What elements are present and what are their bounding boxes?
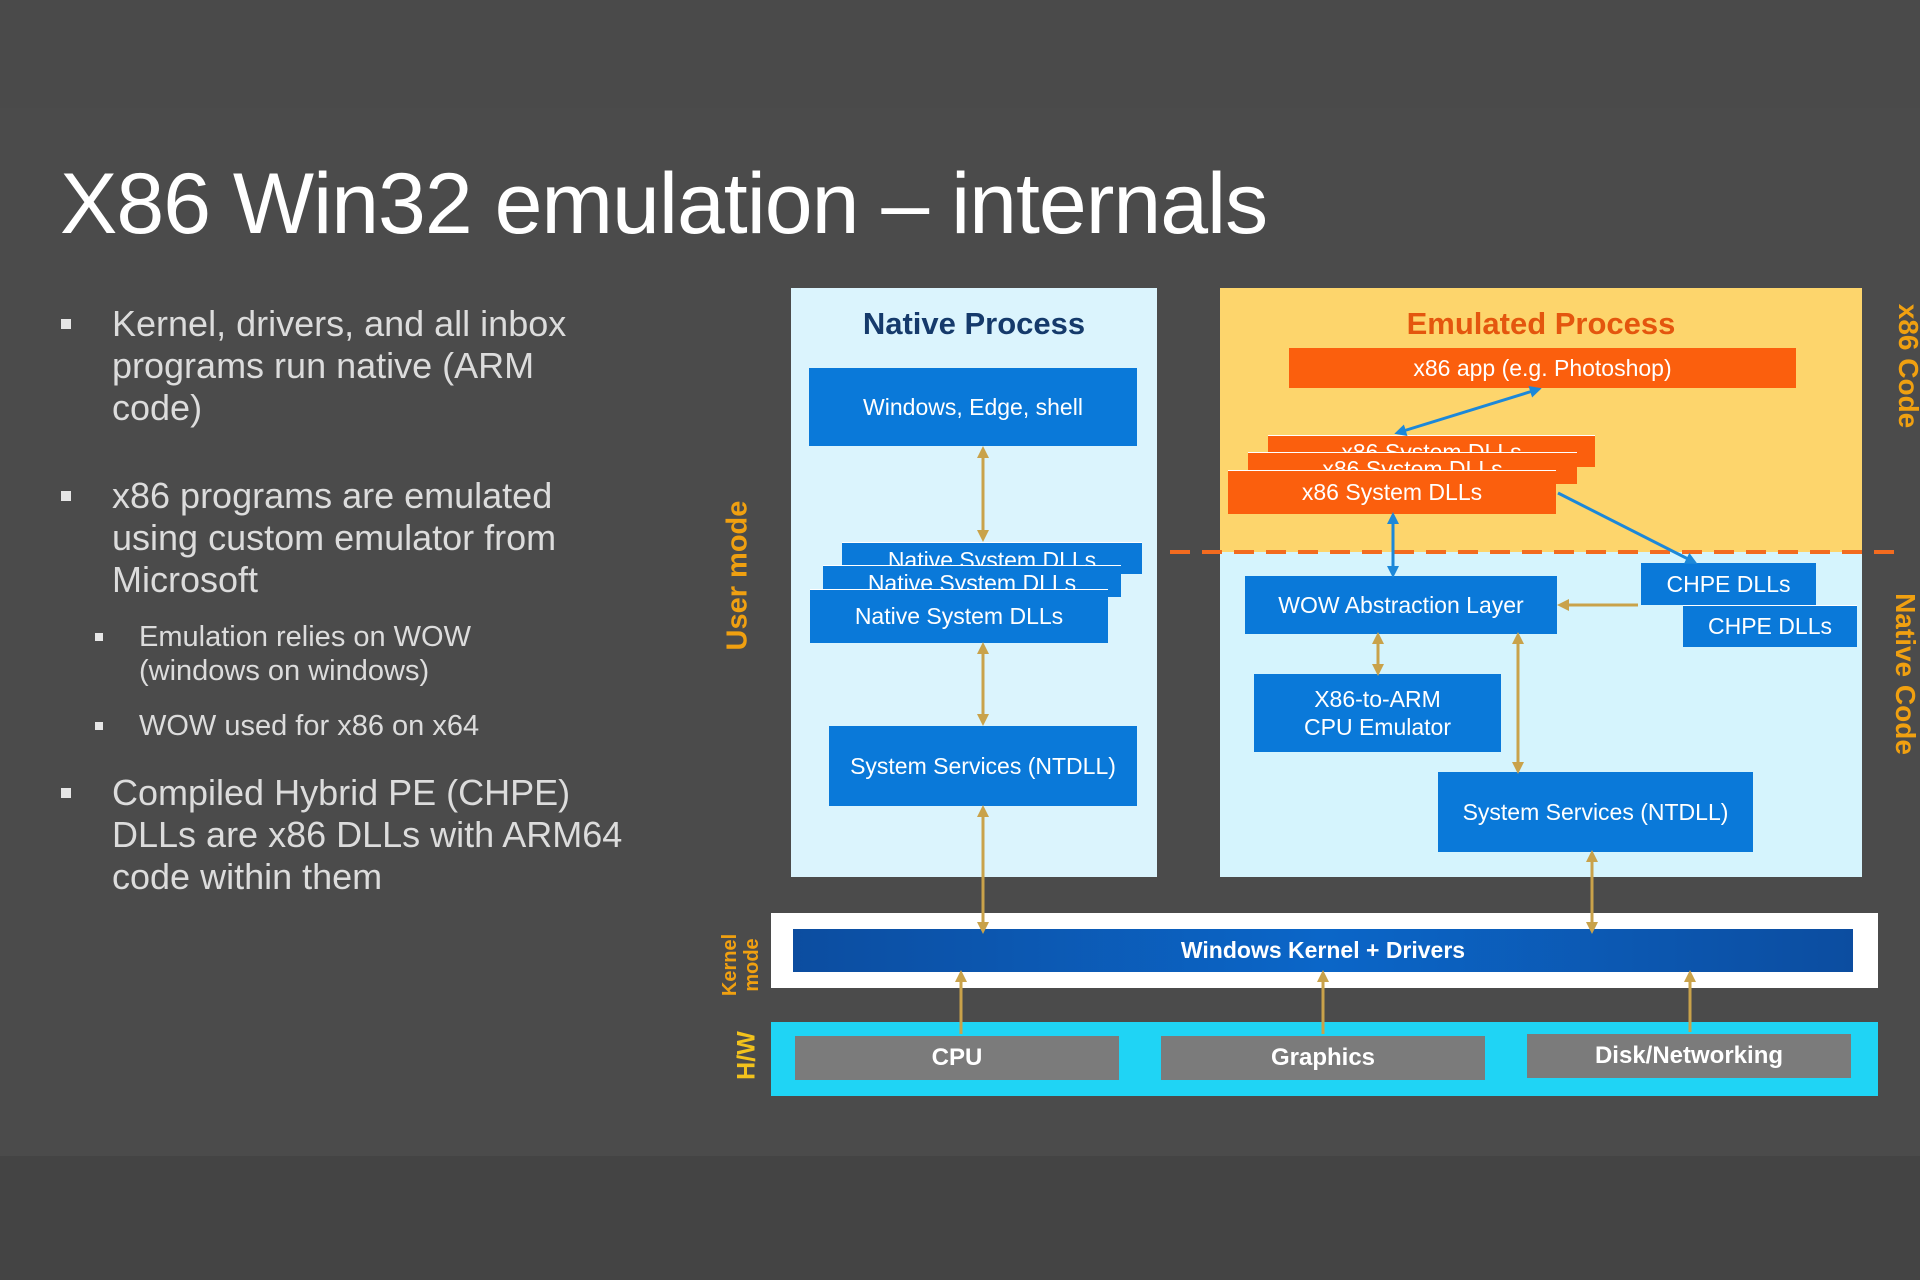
cpu-emulator-label: CPU Emulator xyxy=(1304,714,1451,740)
x86-system-dlls-box: x86 System DLLs xyxy=(1228,470,1556,514)
bullet-text: Compiled Hybrid PE (CHPE) DLLs are x86 D… xyxy=(112,772,623,897)
graphics-box: Graphics xyxy=(1161,1036,1485,1080)
kernel-mode-label: Kernel mode xyxy=(719,933,763,997)
connector-arrow xyxy=(1394,386,1542,436)
bullet-text: Emulation relies on WOW (windows on wind… xyxy=(139,621,471,687)
windows-edge-shell-box: Windows, Edge, shell xyxy=(809,368,1137,446)
bullet-marker xyxy=(95,633,103,641)
bullet-text: x86 programs are emulated using custom e… xyxy=(112,475,557,600)
x86-app-box: x86 app (e.g. Photoshop) xyxy=(1289,348,1796,388)
user-mode-label: User mode xyxy=(721,500,754,651)
bullet-marker xyxy=(95,722,103,730)
sub-bullet-item: WOW used for x86 on x64 xyxy=(95,709,545,743)
bullet-marker xyxy=(61,788,71,798)
slide-top-band xyxy=(0,0,1920,108)
chpe-dlls-box-secondary: CHPE DLLs xyxy=(1683,605,1857,647)
bullet-marker xyxy=(61,491,71,501)
slide-title: X86 Win32 emulation – internals xyxy=(60,156,1268,252)
bullet-text: Kernel, drivers, and all inbox programs … xyxy=(112,303,567,428)
bullet-text: WOW used for x86 on x64 xyxy=(139,710,480,742)
emulated-system-services-box: System Services (NTDLL) xyxy=(1438,772,1753,852)
wow-abstraction-layer-box: WOW Abstraction Layer xyxy=(1245,576,1557,634)
hw-label: H/W xyxy=(732,1031,761,1080)
bullet-marker xyxy=(61,319,71,329)
bullet-item: Compiled Hybrid PE (CHPE) DLLs are x86 D… xyxy=(61,772,641,898)
x86-to-arm-label: X86-to-ARM xyxy=(1314,686,1441,712)
native-process-title: Native Process xyxy=(862,306,1086,341)
x86-code-label: x86 Code xyxy=(1893,303,1920,429)
bullet-item: x86 programs are emulated using custom e… xyxy=(61,475,621,601)
chpe-dlls-box: CHPE DLLs xyxy=(1641,563,1816,605)
emulated-process-title: Emulated Process xyxy=(1406,306,1676,341)
native-system-dlls-box: Native System DLLs xyxy=(810,589,1108,643)
bullet-item: Kernel, drivers, and all inbox programs … xyxy=(61,303,621,429)
windows-kernel-drivers-bar: Windows Kernel + Drivers xyxy=(793,929,1853,972)
x86-to-arm-emulator-box: X86-to-ARM CPU Emulator xyxy=(1254,674,1501,752)
disk-networking-box: Disk/Networking xyxy=(1527,1034,1851,1078)
native-system-dlls-stack-back: Native System DLLs xyxy=(842,542,1142,574)
native-system-services-box: System Services (NTDLL) xyxy=(829,726,1137,806)
slide-bottom-band xyxy=(0,1156,1920,1280)
native-code-label: Native Code xyxy=(1890,593,1920,755)
cpu-box: CPU xyxy=(795,1036,1119,1080)
connector-arrow xyxy=(1557,491,1698,564)
sub-bullet-item: Emulation relies on WOW (windows on wind… xyxy=(95,620,545,688)
